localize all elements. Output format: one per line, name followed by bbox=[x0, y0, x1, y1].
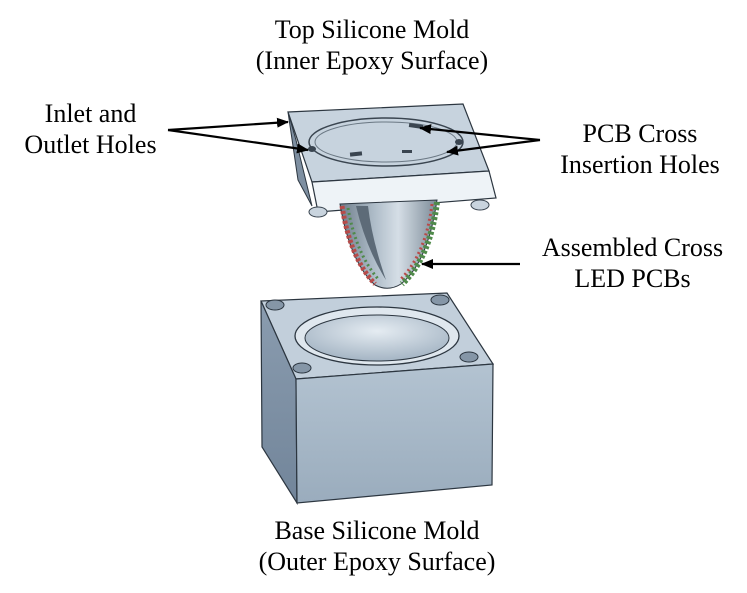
inlet-outlet-label: Inlet and Outlet Holes bbox=[8, 98, 173, 160]
base-mold-well bbox=[304, 314, 450, 362]
locating-peg bbox=[308, 206, 328, 218]
inlet-outlet-label-line2: Outlet Holes bbox=[24, 130, 157, 159]
cone-fin bbox=[356, 206, 386, 280]
pcb-holes-label-line1: PCB Cross bbox=[582, 119, 698, 148]
arrow-pcb-hole-1 bbox=[419, 124, 541, 142]
pcb-holes-label-line2: Insertion Holes bbox=[560, 150, 720, 179]
led-strip-right bbox=[399, 201, 440, 287]
locating-peg bbox=[470, 199, 490, 211]
inlet-outlet-label-line1: Inlet and bbox=[44, 99, 137, 128]
led-strip-left bbox=[339, 205, 377, 286]
top-mold-left-face bbox=[287, 111, 313, 207]
led-pcbs-label-line1: Assembled Cross bbox=[541, 233, 724, 262]
arrow-inlet bbox=[167, 117, 289, 132]
pcb-cross-hole bbox=[349, 151, 363, 157]
top-mold-label-line2: (Inner Epoxy Surface) bbox=[255, 46, 489, 75]
arrow-outlet bbox=[167, 128, 309, 154]
inlet-hole bbox=[308, 146, 316, 152]
base-silicone-mold bbox=[260, 292, 495, 506]
top-mold-front-face bbox=[311, 170, 497, 213]
base-pin-hole bbox=[459, 351, 479, 363]
base-mold-label: Base Silicone Mold (Outer Epoxy Surface) bbox=[232, 515, 522, 577]
annotation-arrows bbox=[167, 117, 541, 269]
base-pin-hole bbox=[292, 362, 312, 374]
arrow-pcb-hole-2 bbox=[446, 138, 541, 156]
led-strip-right-red bbox=[398, 203, 434, 282]
base-pin-hole bbox=[265, 299, 285, 311]
top-mold-label: Top Silicone Mold (Inner Epoxy Surface) bbox=[237, 14, 507, 76]
led-pcbs-label-line2: LED PCBs bbox=[574, 264, 691, 293]
top-mold-label-line1: Top Silicone Mold bbox=[274, 15, 470, 44]
pcb-cross-hole bbox=[402, 150, 412, 153]
base-pin-hole bbox=[430, 294, 450, 306]
top-silicone-mold bbox=[287, 103, 497, 218]
base-mold-label-line2: (Outer Epoxy Surface) bbox=[258, 547, 496, 576]
base-mold-front-face bbox=[295, 363, 494, 504]
outlet-hole bbox=[455, 139, 463, 145]
base-mold-label-line1: Base Silicone Mold bbox=[274, 516, 480, 545]
assembled-led-pcbs bbox=[339, 199, 440, 289]
led-pcbs-label: Assembled Cross LED PCBs bbox=[525, 232, 740, 294]
pcb-holes-label: PCB Cross Insertion Holes bbox=[540, 118, 740, 180]
